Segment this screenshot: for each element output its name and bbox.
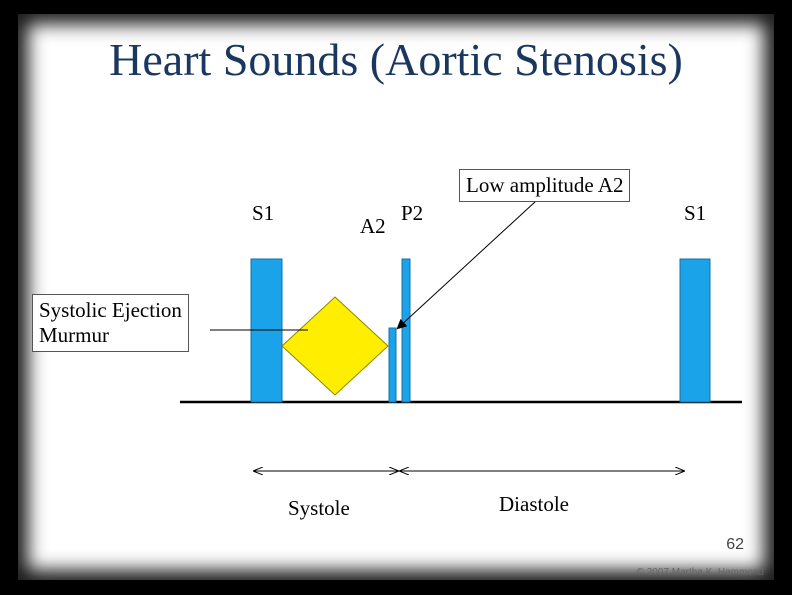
murmur-callout-line2: Murmur xyxy=(39,323,109,347)
a2-leader-line xyxy=(396,200,537,330)
low-amplitude-a2-callout: Low amplitude A2 xyxy=(459,169,631,202)
diastole-label: Diastole xyxy=(499,492,569,516)
slide: Heart Sounds (Aortic Stenosis) xyxy=(18,14,774,580)
p2-label: P2 xyxy=(401,201,424,225)
s1-right-label: S1 xyxy=(684,201,707,225)
systolic-murmur-diamond xyxy=(281,296,389,396)
murmur-callout-line1: Systolic Ejection xyxy=(39,298,182,322)
systole-label: Systole xyxy=(288,496,350,520)
a2-label: A2 xyxy=(360,214,386,238)
page-number: 62 xyxy=(726,536,744,553)
low-amplitude-a2-text: Low amplitude A2 xyxy=(466,173,624,197)
s1-right-bar xyxy=(679,258,711,403)
p2-bar xyxy=(401,258,411,403)
slide-title: Heart Sounds (Aortic Stenosis) xyxy=(109,34,683,85)
a2-bar xyxy=(388,327,397,403)
heart-sounds-diagram xyxy=(180,200,742,580)
systolic-murmur-callout: Systolic Ejection Murmur xyxy=(32,294,189,352)
s1-left-label: S1 xyxy=(252,201,275,225)
copyright-notice: © 2007 Martha K. Hammond xyxy=(636,567,764,578)
